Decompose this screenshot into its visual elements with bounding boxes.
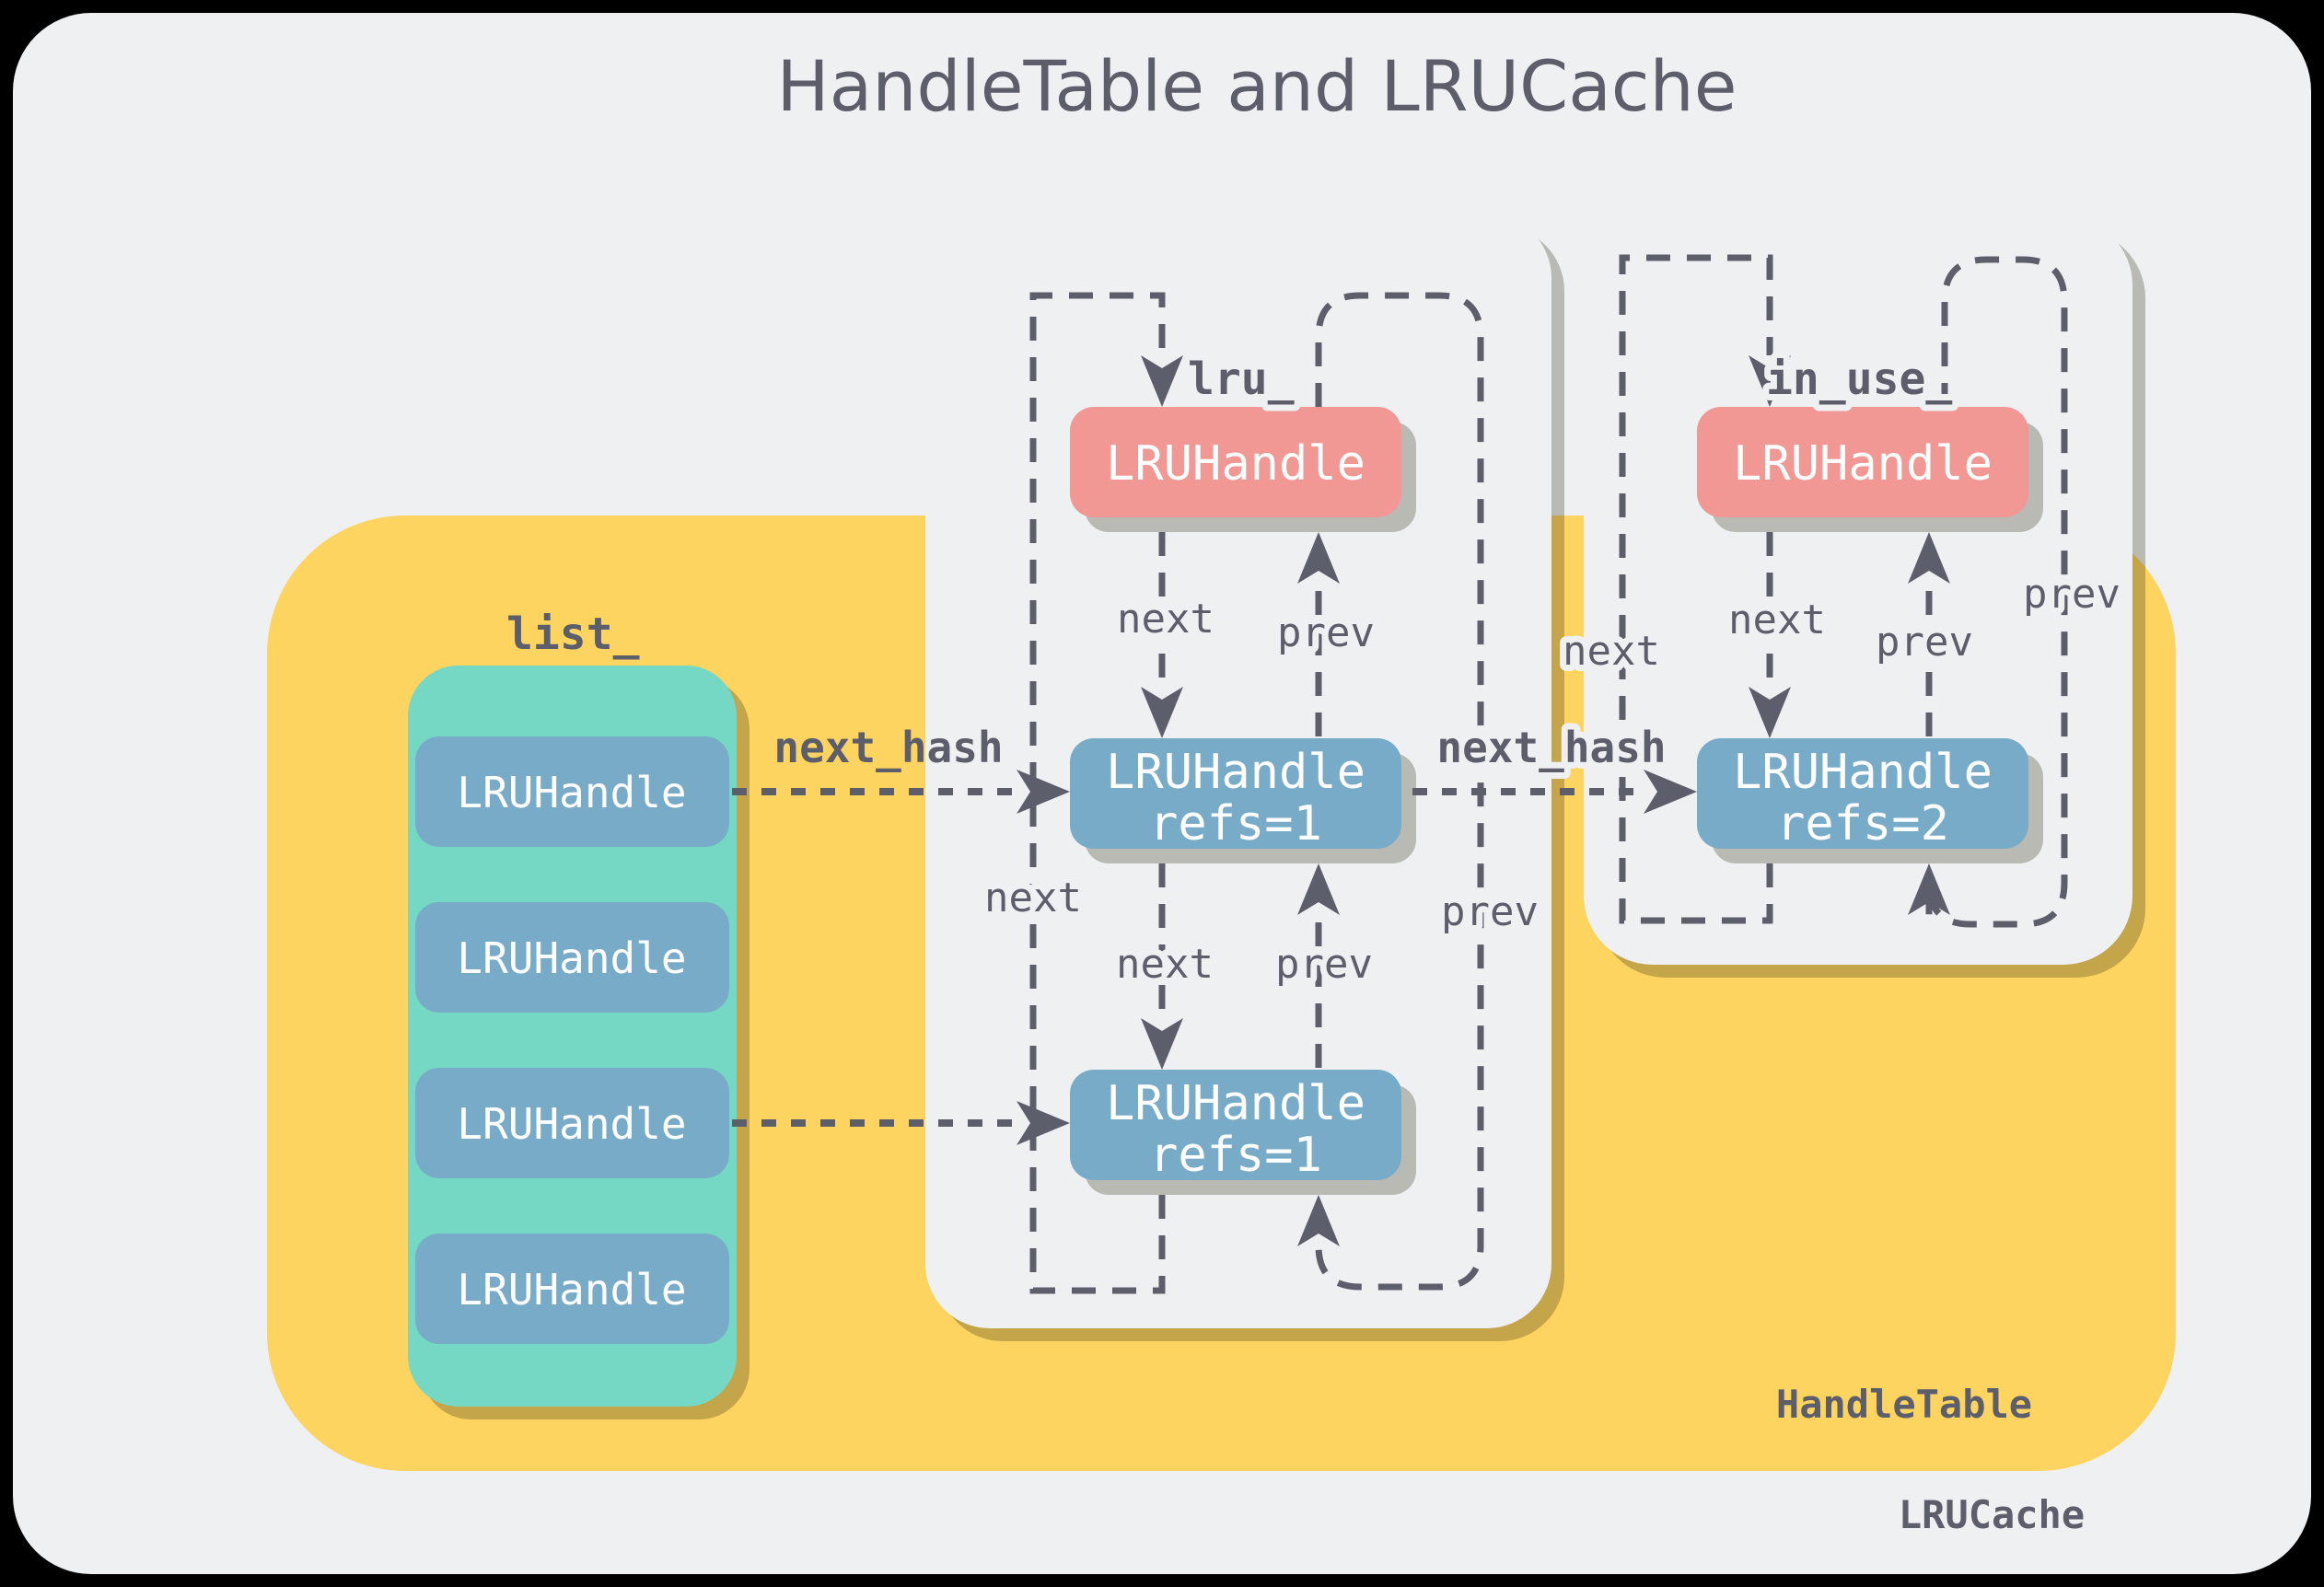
next-hash-label-1: next_hash — [773, 723, 1003, 772]
list-slot-1 — [415, 736, 729, 847]
arrowhead-into-in-use-node-top — [1749, 687, 1791, 738]
lru-node-2-prev-label: prev — [1275, 941, 1373, 988]
lru-node-1-prev-label: prev — [1277, 609, 1375, 656]
list-slot-3-label: LRUHandle — [457, 1099, 686, 1149]
arrowhead-into-lru-head-bottom — [1297, 532, 1340, 584]
lru-node-2-label: LRUHandle — [1106, 1076, 1365, 1131]
lru-next-cycle-label: next — [984, 875, 1082, 921]
list-slot-4 — [415, 1234, 729, 1344]
in-use-node-refs: refs=2 — [1776, 796, 1949, 851]
arrowhead-next-hash-1 — [1017, 770, 1070, 814]
lru-head-label: LRUHandle — [1106, 436, 1365, 492]
in-use-head-prev-loop-label: prev — [2023, 571, 2121, 618]
lrucache-label: LRUCache — [1899, 1492, 2085, 1537]
lru-head-next-label: next — [1117, 596, 1214, 643]
in-use-head-box — [1697, 407, 2028, 517]
in-use-node-label: LRUHandle — [1733, 745, 1993, 800]
lru-node-1-refs: refs=1 — [1149, 796, 1322, 851]
arrowhead-into-lru-node-2-top — [1141, 1018, 1183, 1070]
arrowhead-into-in-use-head-bottom — [1908, 532, 1950, 584]
arrowhead-into-lru-node-1-bottom — [1297, 863, 1340, 915]
in-use-head-label: LRUHandle — [1733, 436, 1993, 492]
edge-in-use-head-prev-loop — [1925, 256, 2068, 928]
list-slot-1-label: LRUHandle — [457, 768, 686, 817]
lru-node-1-next-label: next — [1116, 941, 1214, 988]
list-pointer-label: list_ — [506, 608, 640, 660]
edge-in-use-next-cycle — [1619, 254, 1773, 924]
handletable-label: HandleTable — [1776, 1382, 2032, 1427]
arrowhead-next-hash-2 — [1644, 770, 1697, 814]
arrowhead-into-in-use-head-top — [1749, 355, 1791, 407]
lru-pointer-label: lru_ — [1188, 353, 1295, 405]
arrowhead-into-lru-node-2-bottom — [1297, 1195, 1340, 1246]
arrowhead-into-lru-node-1-top — [1141, 687, 1183, 738]
lru-node-1-box — [1070, 738, 1401, 849]
arrowhead-into-in-use-node-bottom — [1908, 863, 1950, 915]
in-use-node-box — [1697, 738, 2028, 849]
list-slot-2-label: LRUHandle — [457, 933, 686, 983]
in-use-head-next-label: next — [1728, 597, 1826, 643]
in-use-pointer-label: in_use_ — [1766, 353, 1952, 405]
lru-node-1-label: LRUHandle — [1106, 745, 1365, 800]
edge-lru-next-cycle — [1029, 292, 1166, 1294]
lru-node-2-box — [1070, 1070, 1401, 1180]
in-use-next-cycle-label: next — [1563, 628, 1660, 675]
next-hash-label-2: next_hash — [1436, 723, 1666, 772]
list-slot-3 — [415, 1068, 729, 1178]
in-use-node-prev-label: prev — [1876, 619, 1973, 666]
lru-node-2-refs: refs=1 — [1149, 1128, 1322, 1183]
list-slot-2 — [415, 902, 729, 1013]
lru-head-box — [1070, 407, 1401, 517]
page-title: HandleTable and LRUCache — [777, 45, 1737, 127]
arrowhead-into-lru-head-top — [1141, 355, 1183, 407]
list-slot-4-label: LRUHandle — [457, 1265, 686, 1315]
lru-head-prev-loop-label: prev — [1441, 888, 1539, 935]
list-container — [408, 666, 737, 1407]
arrowhead-next-hash-3 — [1017, 1101, 1070, 1145]
